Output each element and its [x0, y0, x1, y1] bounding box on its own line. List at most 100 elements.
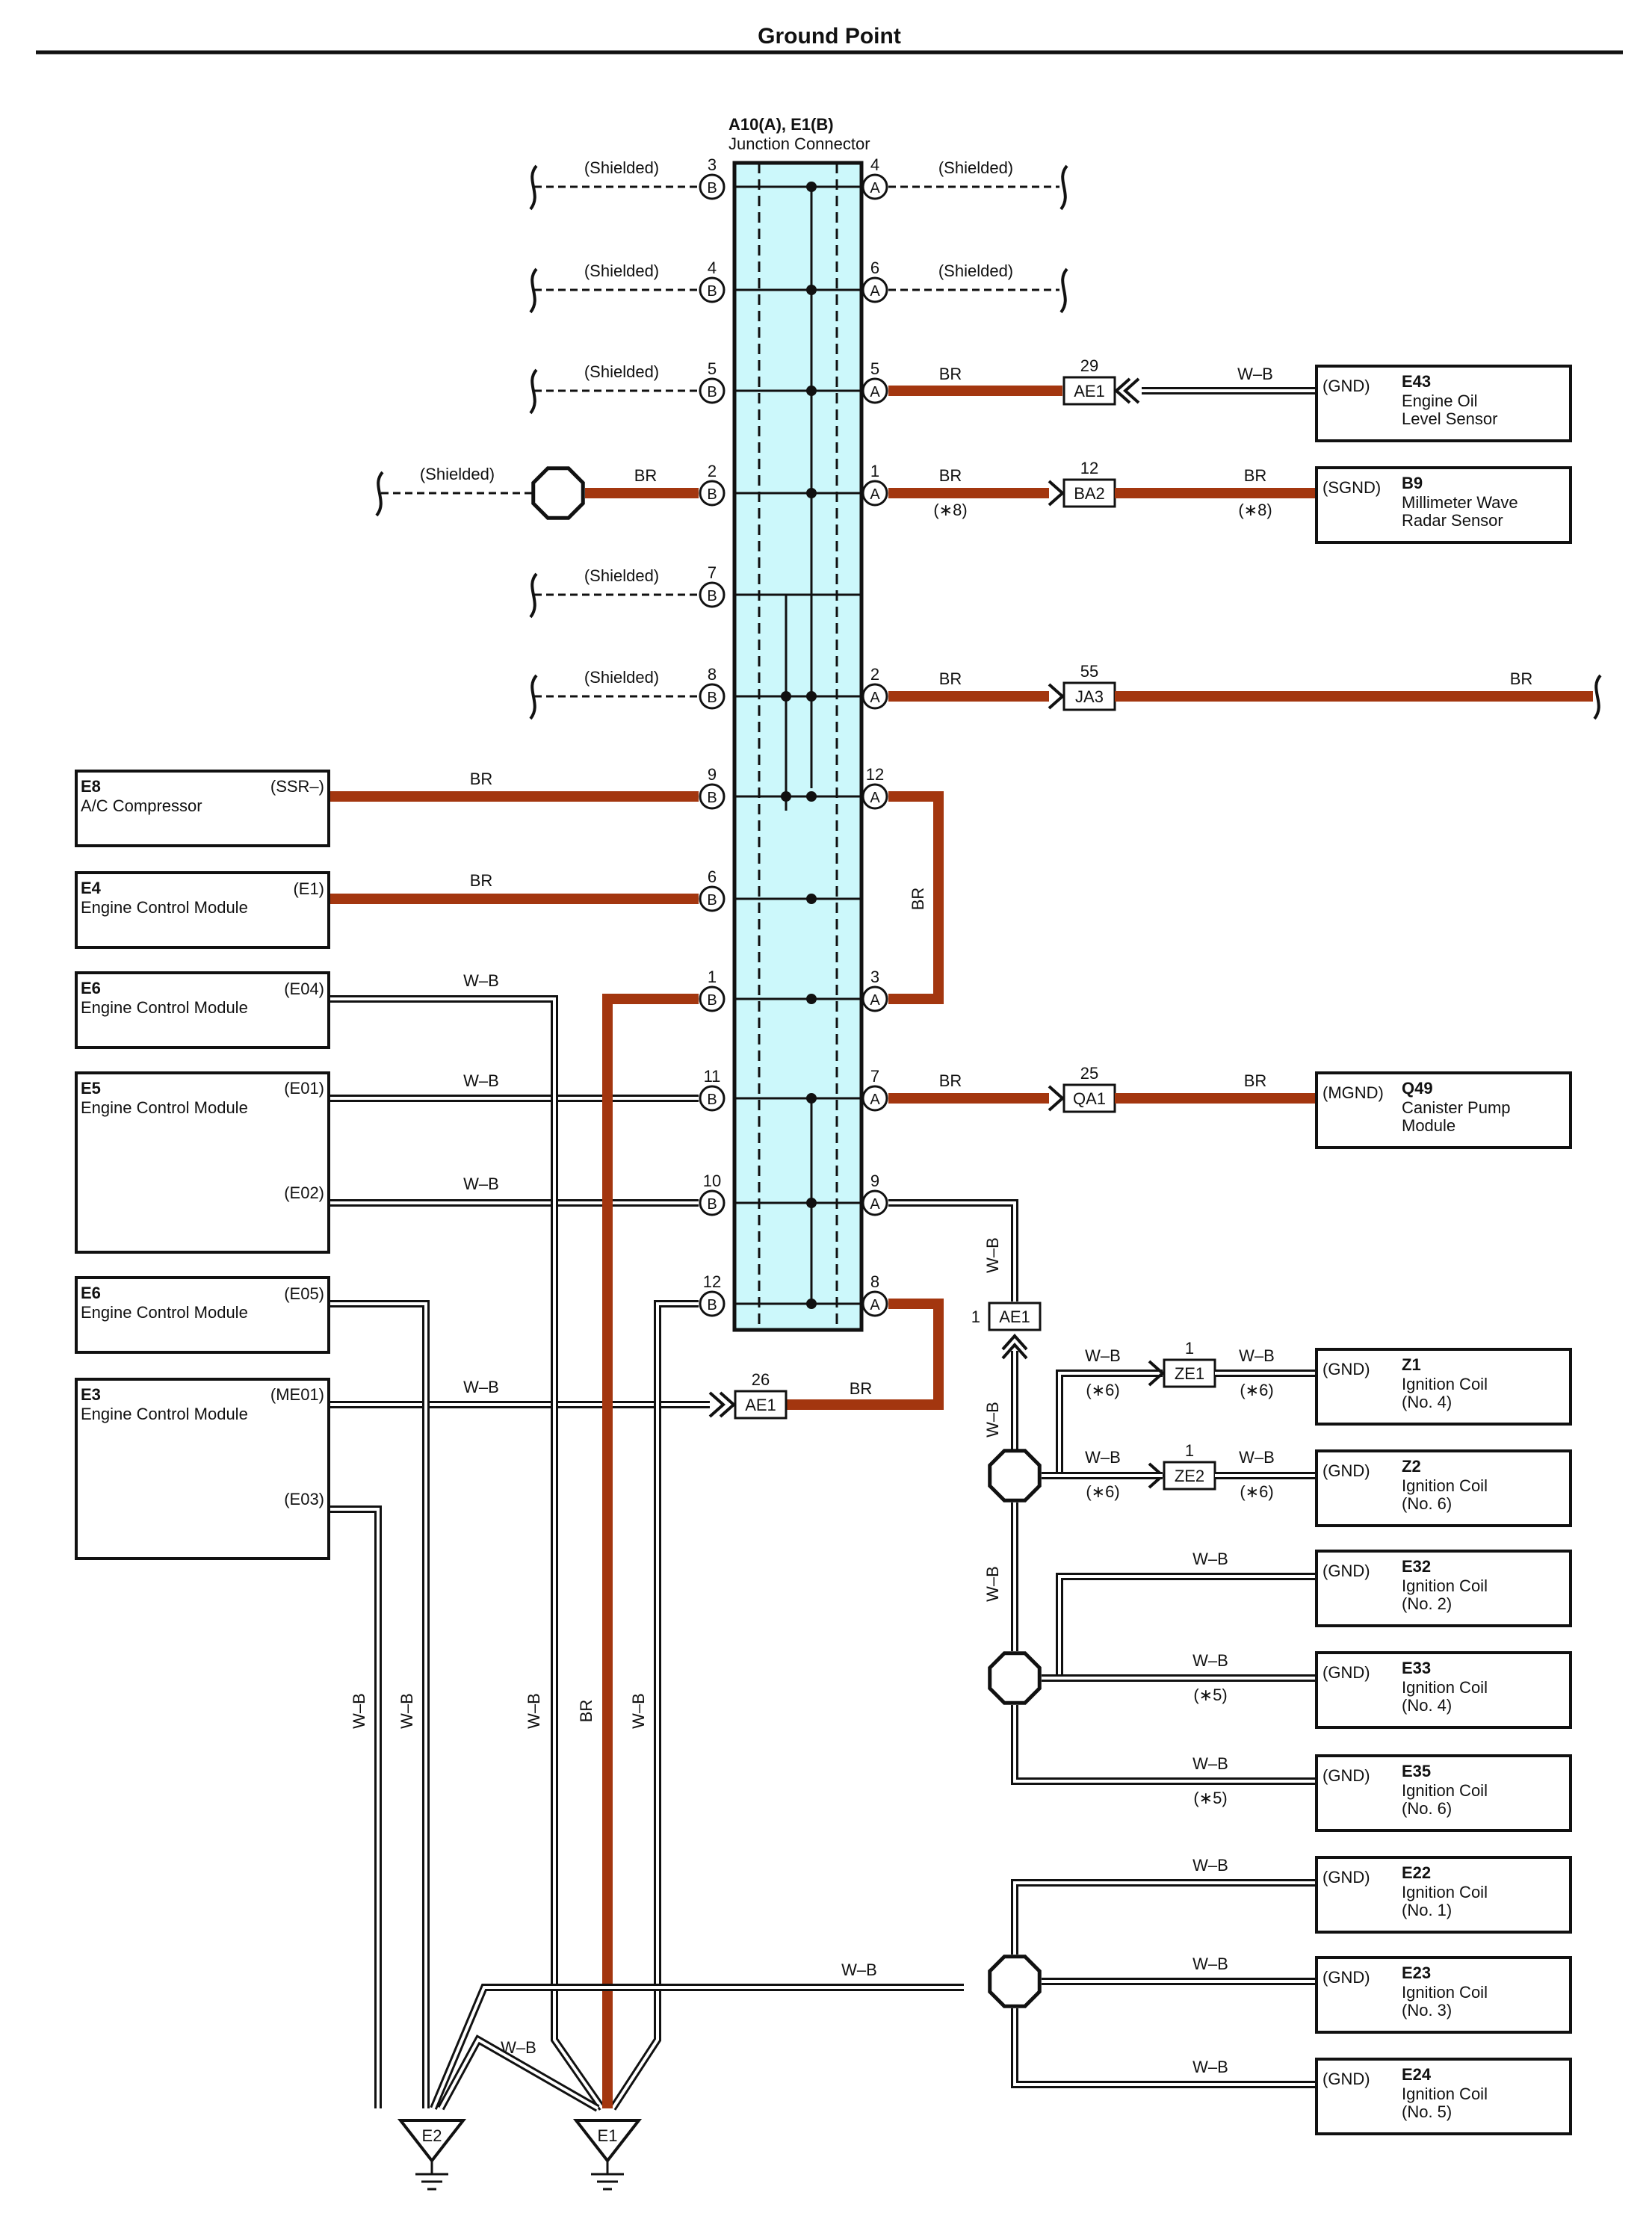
- shielded-label: (Shielded): [938, 158, 1013, 177]
- wb-wire-core: [329, 1302, 427, 2108]
- wb-label: W–B: [1085, 1346, 1121, 1365]
- pin-number: 4: [870, 155, 879, 174]
- component-name: Millimeter Wave: [1402, 493, 1518, 512]
- component-code: Q49: [1402, 1079, 1433, 1098]
- inline-connector-pin: 1: [1185, 1339, 1194, 1358]
- component-terminal: (GND): [1322, 1562, 1370, 1580]
- component-box: [1315, 1071, 1572, 1149]
- component-name-line2: (No. 3): [1402, 2001, 1452, 2020]
- note-label: (∗6): [1086, 1381, 1119, 1399]
- inline-connector-code: AE1: [1074, 382, 1105, 400]
- wb-label: W–B: [1239, 1346, 1275, 1365]
- component-name: Ignition Coil: [1402, 1375, 1488, 1393]
- inline-connector-code: ZE2: [1175, 1467, 1204, 1485]
- shielded-label: (Shielded): [584, 158, 659, 177]
- inline-connector-code: AE1: [999, 1307, 1030, 1326]
- br-label: BR: [939, 466, 962, 485]
- arrow-left: [1113, 377, 1131, 404]
- br-label: BR: [850, 1379, 873, 1398]
- pin-number: 5: [870, 359, 879, 378]
- splice-dot: [806, 488, 817, 498]
- pin-side: B: [707, 790, 717, 806]
- vertical-wire-label: W–B: [350, 1693, 368, 1729]
- wb-wire-core: [1013, 1881, 1317, 1955]
- connector-pin: [699, 1085, 726, 1112]
- wb-wire: [1011, 1879, 1317, 1955]
- component-terminal: (GND): [1322, 1663, 1370, 1682]
- component-name-line2: Module: [1402, 1116, 1455, 1135]
- wb-wire: [329, 1505, 382, 2108]
- connector-pin: [699, 480, 726, 507]
- wire-break-mark: [1059, 267, 1068, 314]
- splice-point: [988, 1651, 1042, 1705]
- splice-dot: [806, 285, 817, 295]
- wb-wire-core: [611, 1302, 699, 2110]
- pin-number: 7: [870, 1067, 879, 1086]
- component-name: Ignition Coil: [1402, 1476, 1488, 1495]
- connector-pin: [861, 1290, 888, 1317]
- component-name-line2: (No. 6): [1402, 1494, 1452, 1513]
- wb-wire-core: [1013, 2008, 1317, 2086]
- component-box: [1315, 365, 1572, 442]
- component-terminal: (E03): [284, 1490, 324, 1508]
- wb-label: W–B: [1239, 1448, 1275, 1467]
- junction-connector: A10(A), E1(B) Junction Connector: [728, 115, 870, 1332]
- component-name: Ignition Coil: [1402, 1678, 1488, 1697]
- br-label: BR: [634, 466, 658, 485]
- pin-number: 8: [870, 1272, 879, 1291]
- inline-connector: [988, 1302, 1042, 1331]
- shielded-label: (Shielded): [420, 465, 495, 483]
- component-code: E24: [1402, 2065, 1432, 2084]
- connector-pin: [861, 480, 888, 507]
- br-label: BR: [939, 1071, 962, 1090]
- component-code: E6: [81, 1284, 101, 1302]
- br-label: BR: [1244, 1071, 1267, 1090]
- inline-connector-pin: 26: [752, 1370, 770, 1389]
- splice-point: [531, 466, 585, 520]
- junction-connector-body: [732, 161, 864, 1332]
- component-box: [1315, 1348, 1572, 1426]
- connector-pin: [699, 1189, 726, 1216]
- pin-number: 11: [704, 1067, 721, 1086]
- pin-side: B: [707, 992, 717, 1009]
- inline-connector-pin: 1: [1185, 1441, 1194, 1460]
- component-name: Canister Pump: [1402, 1098, 1511, 1117]
- inline-connector-code: BA2: [1074, 484, 1105, 503]
- component-name: Engine Control Module: [81, 1098, 248, 1117]
- component-terminal: (MGND): [1322, 1083, 1384, 1102]
- connector-pin: [861, 1189, 888, 1216]
- pin-side: B: [707, 1297, 717, 1313]
- br-label: BR: [470, 871, 493, 890]
- component-terminal: (E01): [284, 1079, 324, 1098]
- vertical-wire-label: BR: [577, 1700, 595, 1723]
- shielded-label: (Shielded): [938, 261, 1013, 280]
- splice-dot: [806, 894, 817, 904]
- connector-pin: [699, 885, 726, 912]
- wire-break-mark: [529, 674, 538, 720]
- inline-connector: [1062, 681, 1116, 711]
- ground-symbol: [397, 2119, 467, 2164]
- wire-break-mark: [529, 267, 538, 314]
- connector-pin: [861, 276, 888, 303]
- page-title: Ground Point: [758, 24, 901, 49]
- inline-connector-pin: 55: [1080, 662, 1098, 681]
- pin-number: 12: [703, 1272, 721, 1291]
- pin-side: A: [870, 180, 880, 196]
- shielded-label: (Shielded): [584, 566, 659, 585]
- arrow-right: [1048, 683, 1065, 710]
- pin-side: B: [707, 1092, 717, 1108]
- wb-wire-core: [329, 997, 604, 2110]
- pin-side: A: [870, 283, 880, 300]
- pin-number: 1: [870, 462, 879, 480]
- pin-side: B: [707, 283, 717, 300]
- arrow-right: [1048, 480, 1065, 507]
- junction-connector-code: A10(A), E1(B): [728, 115, 834, 134]
- note-label: (∗8): [933, 501, 967, 519]
- component-name: A/C Compressor: [81, 796, 202, 815]
- pin-side: A: [870, 992, 880, 1009]
- vertical-wire-label: BR: [909, 888, 927, 911]
- vertical-wire-label: W–B: [983, 1566, 1002, 1602]
- component-name-line2: (No. 1): [1402, 1901, 1452, 1919]
- component-name: Engine Control Module: [81, 1303, 248, 1322]
- pin-side: B: [707, 1196, 717, 1213]
